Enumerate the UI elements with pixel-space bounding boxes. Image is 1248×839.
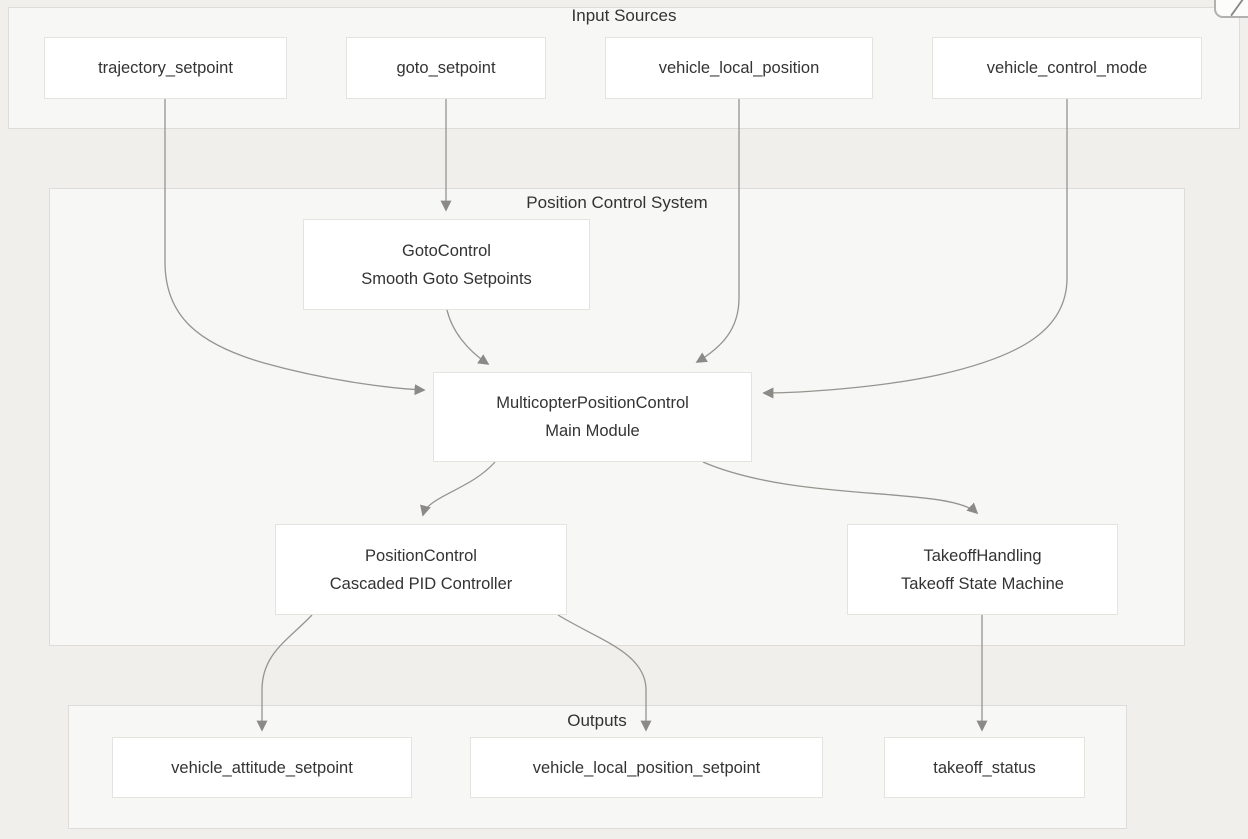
node-label: vehicle_control_mode: [986, 59, 1148, 77]
edge-vehicle_control_mode-to-multicopter_position_control: [762, 99, 1068, 399]
node-label: TakeoffHandling: [923, 546, 1042, 565]
edge-multicopter_position_control-to-takeoff_handling: [702, 461, 979, 515]
node-vehicle-local-position-setpoint: vehicle_local_position_setpoint: [470, 737, 823, 798]
node-vehicle-control-mode: vehicle_control_mode: [932, 37, 1202, 99]
node-label: takeoff_status: [933, 758, 1036, 777]
node-vehicle-local-position: vehicle_local_position: [605, 37, 873, 99]
node-multicopter-position-control: MulticopterPositionControl Main Module: [433, 372, 752, 462]
corner-control-button[interactable]: [1214, 0, 1248, 18]
node-sublabel: Main Module: [545, 422, 640, 440]
edge-goto_control-to-multicopter_position_control: [446, 309, 490, 365]
node-vehicle-attitude-setpoint: vehicle_attitude_setpoint: [112, 737, 412, 798]
node-label: vehicle_local_position: [658, 59, 820, 77]
edge-vehicle_local_position-to-multicopter_position_control: [695, 99, 740, 363]
node-takeoff-status: takeoff_status: [884, 737, 1085, 798]
node-sublabel: Cascaded PID Controller: [329, 574, 513, 593]
node-label: GotoControl: [402, 241, 491, 260]
expand-diagonal-icon: [1230, 0, 1244, 16]
node-label: PositionControl: [365, 546, 477, 565]
edge-trajectory_setpoint-to-multicopter_position_control: [164, 99, 426, 396]
node-sublabel: Smooth Goto Setpoints: [361, 269, 532, 288]
cluster-label-outputs: Outputs: [567, 711, 627, 730]
edge-multicopter_position_control-to-position_control: [420, 461, 496, 517]
node-label: vehicle_attitude_setpoint: [171, 758, 353, 777]
node-label: trajectory_setpoint: [98, 59, 233, 77]
node-label: MulticopterPositionControl: [496, 394, 689, 412]
edge-position_control-to-vehicle_local_position_setpoint: [557, 614, 652, 732]
node-label: goto_setpoint: [396, 59, 496, 77]
node-goto-control: GotoControl Smooth Goto Setpoints: [303, 219, 590, 310]
node-label: vehicle_local_position_setpoint: [532, 758, 761, 777]
cluster-label-input-sources: Input Sources: [571, 6, 677, 25]
cluster-label-position-control-system: Position Control System: [526, 193, 708, 212]
node-takeoff-handling: TakeoffHandling Takeoff State Machine: [847, 524, 1118, 615]
node-position-control: PositionControl Cascaded PID Controller: [275, 524, 567, 615]
node-trajectory-setpoint: trajectory_setpoint: [44, 37, 287, 99]
node-goto-setpoint: goto_setpoint: [346, 37, 546, 99]
node-sublabel: Takeoff State Machine: [901, 574, 1064, 593]
edge-position_control-to-vehicle_attitude_setpoint: [256, 614, 313, 732]
